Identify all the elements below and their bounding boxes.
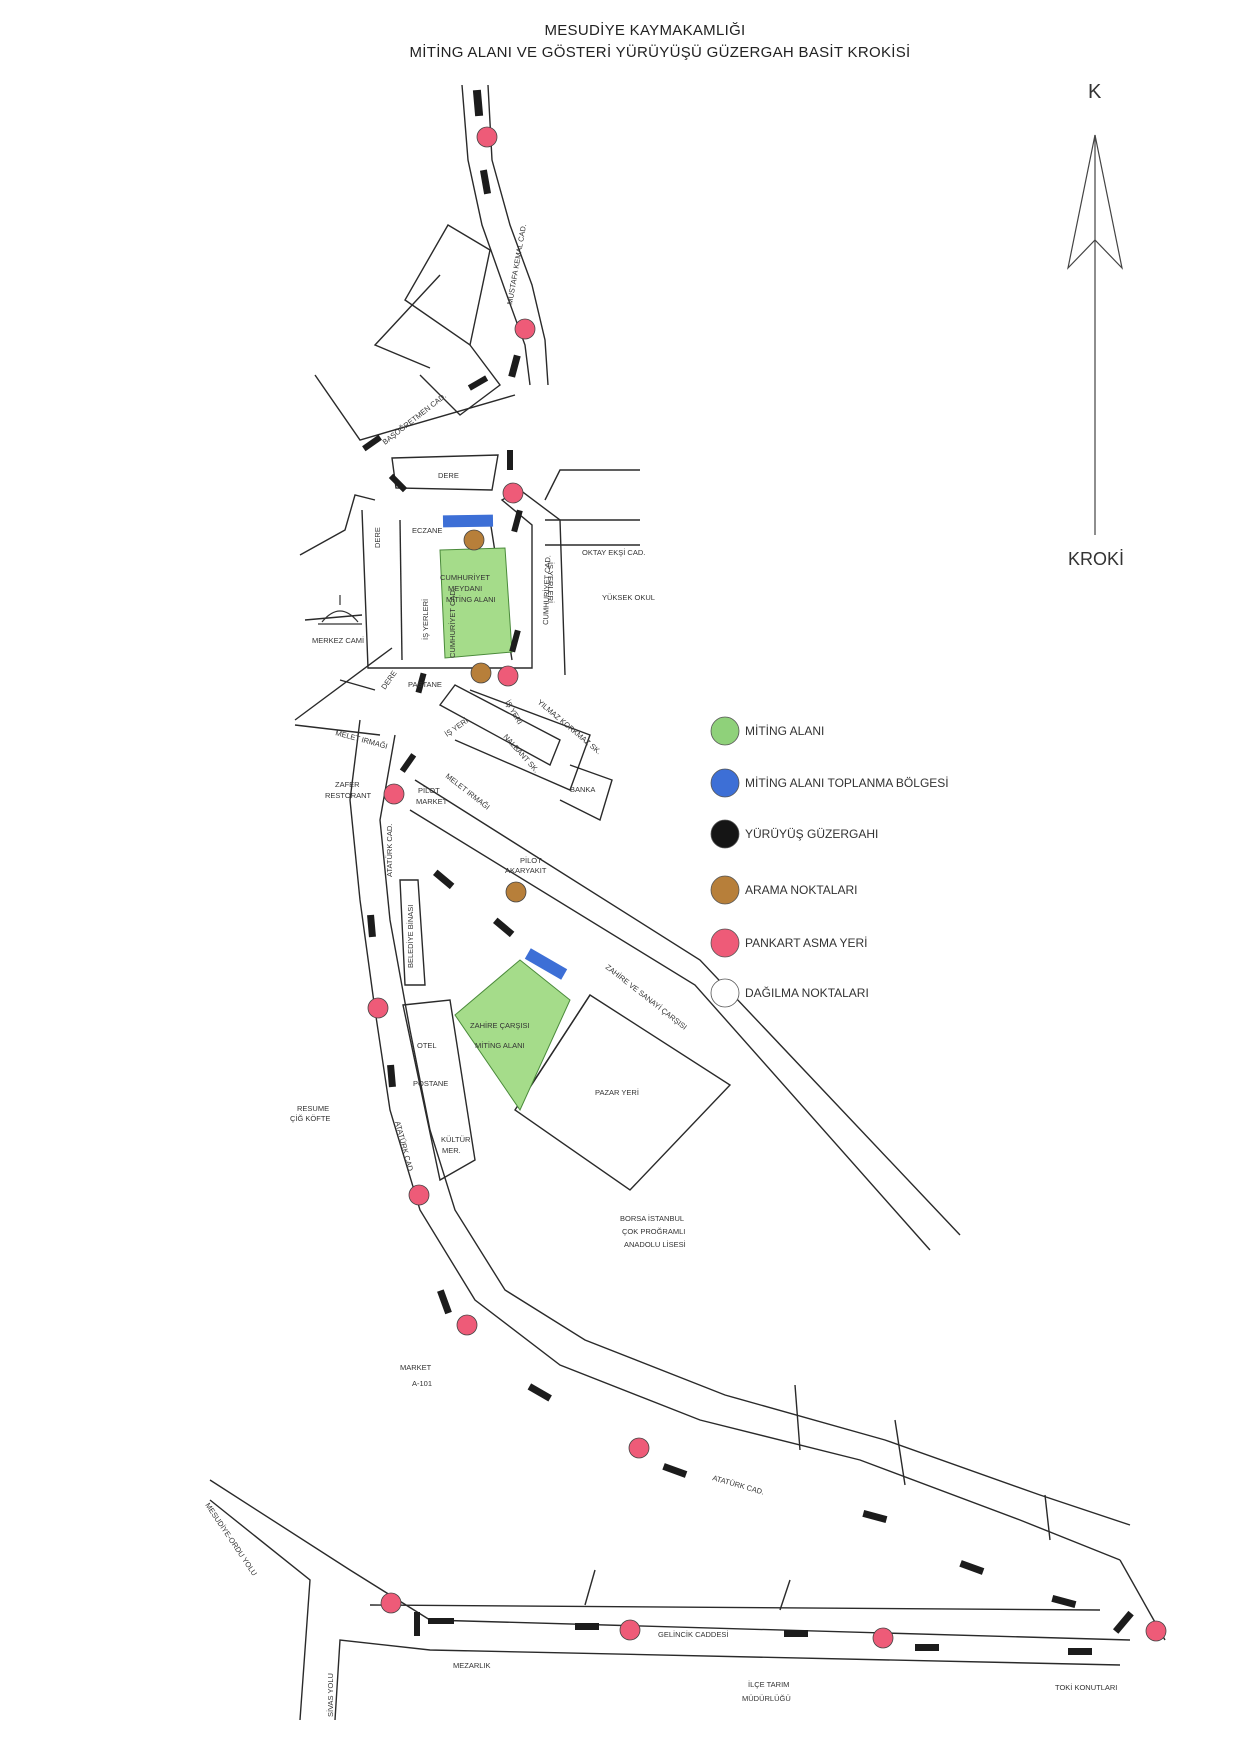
- svg-text:MİTİNG ALANI: MİTİNG ALANI: [446, 595, 496, 604]
- label-postane: POSTANE: [413, 1079, 448, 1088]
- svg-text:PİLOT: PİLOT: [418, 786, 440, 795]
- svg-text:AKARYAKIT: AKARYAKIT: [505, 866, 547, 875]
- zahire-carsisi-area: [454, 959, 571, 1112]
- banner-points: [367, 126, 1167, 1649]
- label-pilot-akaryakit: PİLOT AKARYAKIT: [505, 856, 547, 875]
- svg-text:ANADOLU LİSESİ: ANADOLU LİSESİ: [624, 1240, 686, 1249]
- label-pastane: PASTANE: [408, 680, 442, 689]
- search-points: [463, 529, 527, 903]
- label-cumhuriyet-cad-right: CUMHURİYET CAD.: [541, 555, 552, 625]
- map-title: MESUDİYE KAYMAKAMLIĞI: [544, 22, 746, 39]
- label-ataturk-cad-3: ATATÜRK CAD.: [711, 1473, 765, 1496]
- svg-text:ZAFER: ZAFER: [335, 780, 360, 789]
- legend-text-miting: MİTİNG ALANI: [745, 724, 824, 738]
- svg-text:BORSA İSTANBUL: BORSA İSTANBUL: [620, 1214, 684, 1223]
- svg-text:İLÇE TARIM: İLÇE TARIM: [748, 1680, 789, 1689]
- legend-swatch-toplanma: [710, 768, 740, 798]
- mosque-icon: [318, 595, 362, 625]
- svg-text:MER.: MER.: [442, 1146, 461, 1155]
- label-toki: TOKİ KONUTLARI: [1055, 1683, 1117, 1692]
- svg-text:MÜDÜRLÜĞÜ: MÜDÜRLÜĞÜ: [742, 1694, 791, 1703]
- svg-text:RESUME: RESUME: [297, 1104, 329, 1113]
- legend-text-pankart: PANKART ASMA YERİ: [745, 936, 868, 950]
- label-melet-irmagi-right: MELET IRMAĞI: [444, 771, 492, 811]
- map-subtitle: MİTİNG ALANI VE GÖSTERİ YÜRÜYÜŞÜ GÜZERGA…: [409, 44, 911, 61]
- label-dere-left: DERE: [373, 527, 382, 548]
- label-is-yerleri-left: İŞ YERLERİ: [421, 599, 430, 640]
- label-yuksek-okul: YÜKSEK OKUL: [602, 593, 655, 602]
- compass-label: KROKİ: [1068, 549, 1124, 569]
- svg-text:CUMHURİYET: CUMHURİYET: [440, 573, 490, 582]
- legend-swatch-miting: [710, 716, 740, 746]
- label-market-a101: MARKET A-101: [400, 1363, 432, 1388]
- svg-text:KÜLTÜR: KÜLTÜR: [441, 1135, 471, 1144]
- legend-text-arama: ARAMA NOKTALARI: [745, 883, 857, 897]
- label-sivas-yolu: SİVAS YOLU: [326, 1673, 335, 1717]
- label-belediye: BELEDİYE BİNASI: [406, 905, 415, 968]
- label-borsa: BORSA İSTANBUL ÇOK PROĞRAMLI ANADOLU LİS…: [620, 1214, 686, 1249]
- label-mezarlik: MEZARLIK: [453, 1661, 491, 1670]
- label-dere-top: DERE: [438, 471, 459, 480]
- legend-text-yuruyus: YÜRÜYÜŞ GÜZERGAHI: [745, 827, 878, 841]
- legend-text-toplanma: MİTİNG ALANI TOPLANMA BÖLGESİ: [745, 776, 949, 790]
- svg-text:MEYDANI: MEYDANI: [448, 584, 482, 593]
- svg-text:RESTORANT: RESTORANT: [325, 791, 372, 800]
- label-merkez-cami: MERKEZ CAMİ: [312, 636, 364, 645]
- label-banka: BANKA: [570, 785, 595, 794]
- label-pazar-yeri: PAZAR YERİ: [595, 1088, 639, 1097]
- legend-text-dagilma: DAĞILMA NOKTALARI: [745, 985, 869, 1000]
- walk-route-markers: [362, 89, 1134, 1655]
- label-ilce-tarim: İLÇE TARIM MÜDÜRLÜĞÜ: [742, 1680, 791, 1703]
- svg-text:MİTİNG ALANI: MİTİNG ALANI: [475, 1041, 525, 1050]
- label-ataturk-cad-1: ATATÜRK CAD.: [385, 824, 394, 877]
- legend-swatch-arama: [710, 875, 740, 905]
- legend-swatch-pankart: [710, 928, 740, 958]
- label-basogretmen: BAŞÖĞRETMEN CAD.: [381, 391, 448, 446]
- north-arrow: [1067, 134, 1123, 535]
- label-cumhuriyet-cad-left: CUMHURİYET CAD.: [448, 588, 457, 658]
- svg-text:A-101: A-101: [412, 1379, 432, 1388]
- assembly-zone-south: [524, 948, 568, 980]
- label-ataturk-cad-2: ATATÜRK CAD.: [393, 1120, 415, 1174]
- cumhuriyet-meydani-area: [439, 547, 513, 659]
- legend-swatch-dagilma: [710, 978, 740, 1008]
- cumhuriyet-area-label: CUMHURİYET MEYDANI MİTİNG ALANI: [440, 573, 496, 604]
- svg-text:ÇOK PROĞRAMLI: ÇOK PROĞRAMLI: [622, 1227, 685, 1236]
- label-is-yerleri-right: İŞ YERLERİ: [546, 562, 555, 603]
- label-kultur: KÜLTÜR MER.: [441, 1135, 471, 1155]
- assembly-zone-north: [442, 514, 494, 528]
- legend: MİTİNG ALANI MİTİNG ALANI TOPLANMA BÖLGE…: [710, 716, 949, 1008]
- svg-text:MARKET: MARKET: [400, 1363, 432, 1372]
- svg-text:PİLOT: PİLOT: [520, 856, 542, 865]
- label-gelincik: GELİNCİK CADDESİ: [658, 1630, 728, 1639]
- label-oktay: OKTAY EKŞİ CAD.: [582, 548, 645, 557]
- label-otel: OTEL: [417, 1041, 437, 1050]
- label-melet-irmagi-left: MELET IRMAĞI: [334, 728, 388, 751]
- label-eczane: ECZANE: [412, 526, 442, 535]
- north-letter: K: [1088, 81, 1102, 103]
- svg-text:ÇİĞ KÖFTE: ÇİĞ KÖFTE: [290, 1114, 330, 1123]
- label-zafer: ZAFER RESTORANT: [325, 780, 372, 800]
- legend-swatch-yuruyus: [710, 819, 740, 849]
- zahire-area-label: ZAHİRE ÇARŞISI MİTİNG ALANI: [470, 1021, 530, 1050]
- road-network: [209, 84, 1166, 1721]
- label-mesudiye-ordu: MESUDİYE-ORDU YOLU: [203, 1501, 259, 1577]
- label-yilmaz: YILMAZ KORKMAZ SK.: [536, 698, 603, 757]
- label-pilot-market: PİLOT MARKET: [416, 786, 448, 806]
- svg-text:MARKET: MARKET: [416, 797, 448, 806]
- label-dere-lower: DERE: [379, 669, 398, 691]
- label-resume: RESUME ÇİĞ KÖFTE: [290, 1104, 330, 1123]
- label-is-yeri-2: İŞ YERİ: [443, 716, 470, 739]
- svg-text:ZAHİRE ÇARŞISI: ZAHİRE ÇARŞISI: [470, 1021, 530, 1030]
